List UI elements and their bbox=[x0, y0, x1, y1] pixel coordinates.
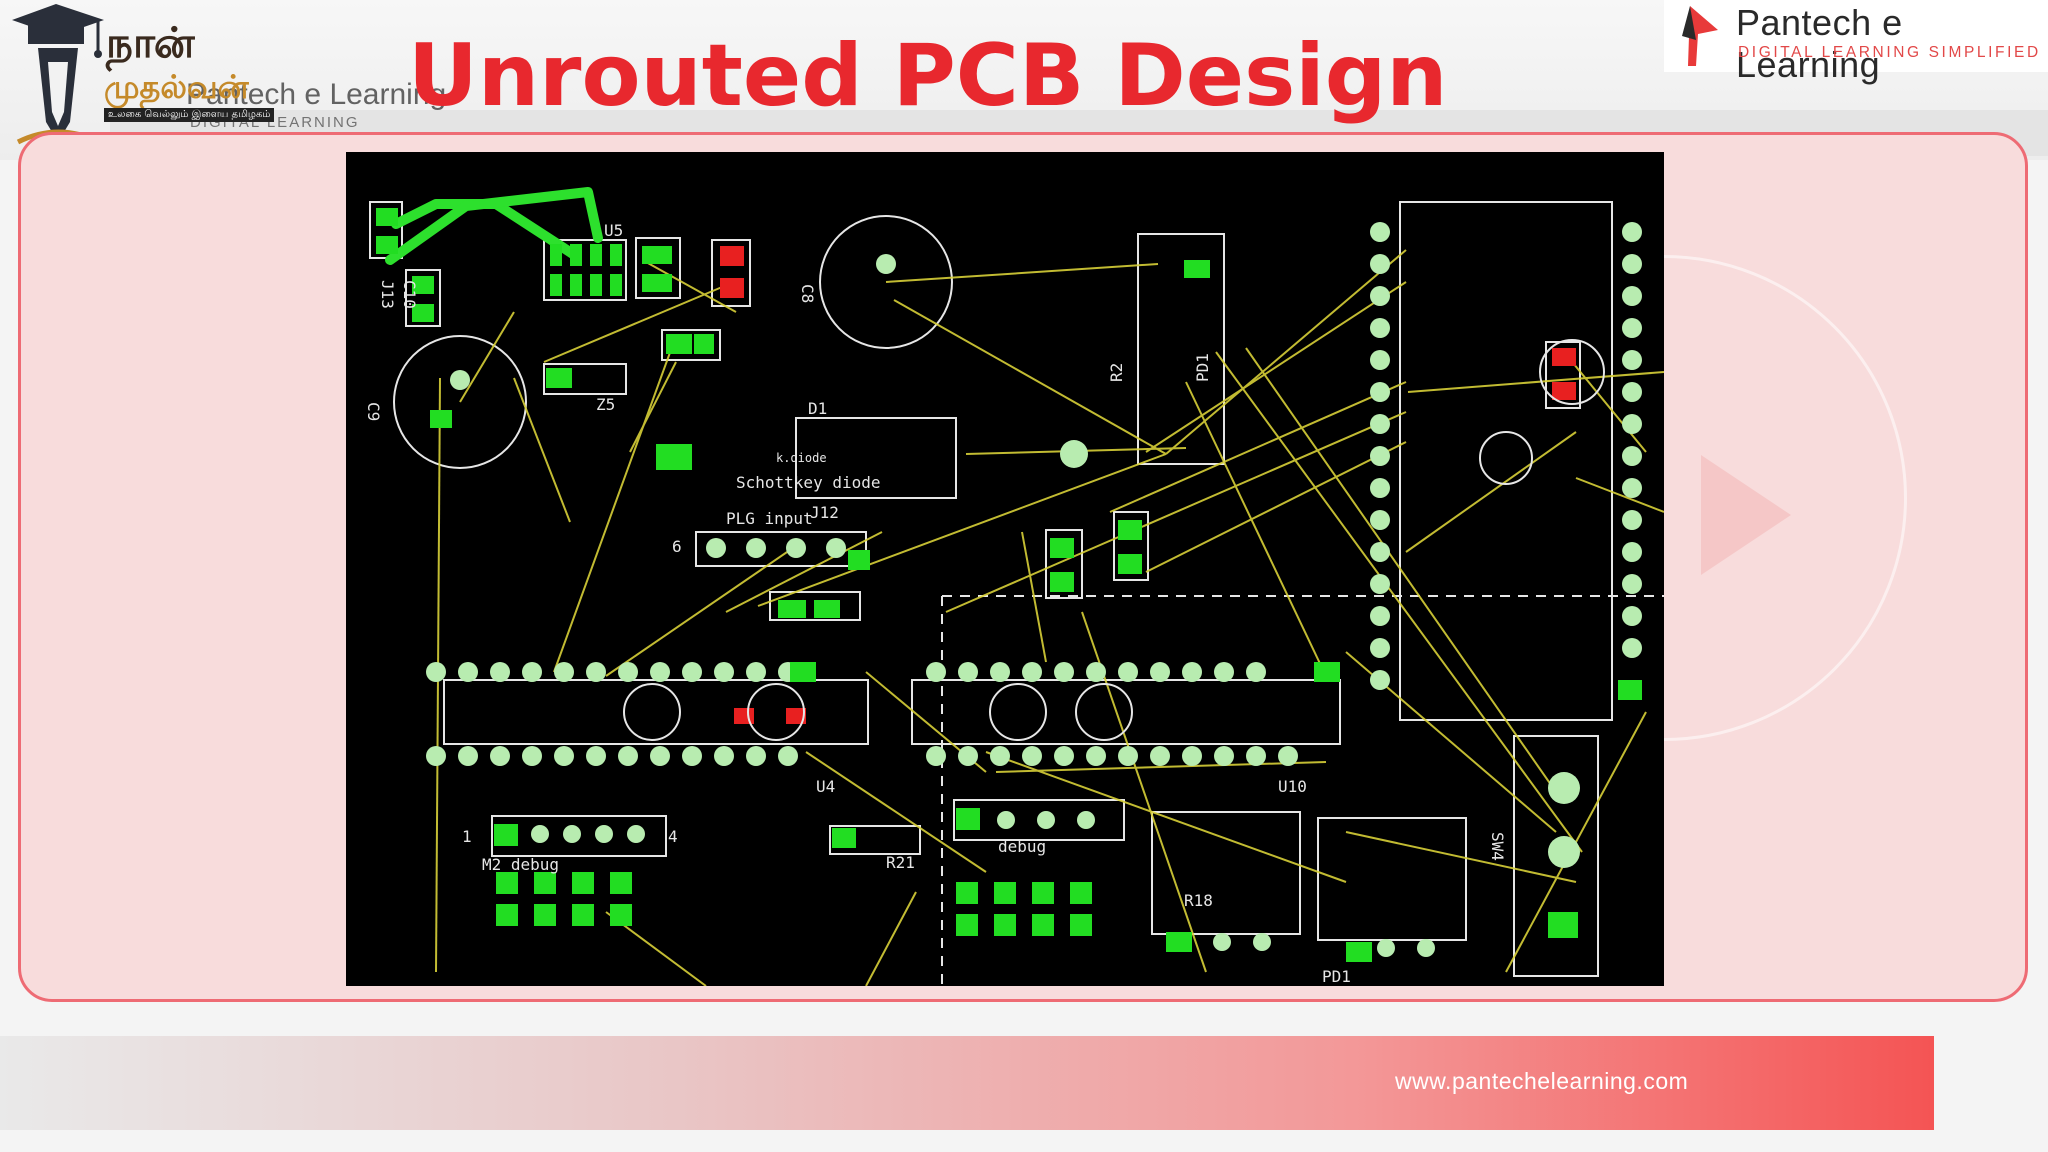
label-pd1b: PD1 bbox=[1322, 967, 1351, 986]
label-c8: C8 bbox=[798, 284, 817, 303]
label-j13: J13 bbox=[378, 280, 397, 309]
naan-mudhalvan-logo: Pantech e Learning DIGITAL LEARNING SIMP… bbox=[8, 2, 458, 152]
label-r18: R18 bbox=[1184, 891, 1213, 910]
round-pads bbox=[426, 222, 1642, 957]
slide-title: Unrouted PCB Design bbox=[408, 26, 1448, 126]
square-pads bbox=[376, 208, 1642, 962]
logo-tamil-line2: முதல்வன் bbox=[104, 68, 249, 106]
label-u4: U4 bbox=[816, 777, 835, 796]
pantech-logo-icon bbox=[1682, 6, 1718, 66]
pantech-logo: Pantech e Learning DIGITAL LEARNING SIMP… bbox=[1664, 0, 2048, 85]
label-r2: R2 bbox=[1107, 363, 1126, 382]
silkscreen-circles bbox=[623, 339, 1605, 741]
logo-tamil-line1: நான் bbox=[106, 18, 195, 67]
label-debug: debug bbox=[998, 837, 1046, 856]
label-u10: U10 bbox=[1278, 777, 1307, 796]
label-d1: D1 bbox=[808, 399, 827, 418]
label-pd1: PD1 bbox=[1193, 353, 1212, 382]
label-plg-input: PLG input bbox=[726, 509, 813, 528]
label-sw4: SW4 bbox=[1488, 832, 1507, 861]
label-j12: J12 bbox=[810, 503, 839, 522]
label-r21: R21 bbox=[886, 853, 915, 872]
label-pin4: 4 bbox=[668, 827, 678, 846]
label-d1-sub: k.diode bbox=[776, 451, 827, 465]
copper-trace bbox=[385, 187, 603, 265]
logo-tamil-tagline: உலகை வெல்லும் இளைய தமிழகம் bbox=[104, 108, 275, 122]
label-z5: Z5 bbox=[596, 395, 615, 414]
board-outline bbox=[941, 595, 1664, 986]
pantech-tagline: DIGITAL LEARNING SIMPLIFIED bbox=[1738, 44, 2041, 61]
label-u5: U5 bbox=[604, 221, 623, 240]
graduation-cap-icon bbox=[12, 4, 104, 145]
label-d1-value: Schottkey diode bbox=[736, 473, 881, 492]
footer-url: www.pantechelearning.com bbox=[1395, 1068, 1689, 1094]
pantech-brand: Pantech e Learning bbox=[1736, 2, 1903, 85]
label-c10: C10 bbox=[400, 280, 419, 309]
footer-band: www.pantechelearning.com bbox=[0, 1036, 1934, 1130]
logo-overlap-text: Pantech e Learning bbox=[186, 78, 447, 111]
label-m2-debug: M2 debug bbox=[482, 855, 559, 874]
pcb-layout-image: U5 J13 C10 C9 C8 Z5 R2 PD1 D1 Schottkey … bbox=[346, 152, 1664, 986]
label-pin1: 1 bbox=[462, 827, 472, 846]
label-c9: C9 bbox=[364, 402, 383, 421]
decorative-chevron bbox=[1701, 455, 1791, 575]
ratsnest-lines bbox=[435, 249, 1664, 986]
label-pin6: 6 bbox=[672, 537, 682, 556]
